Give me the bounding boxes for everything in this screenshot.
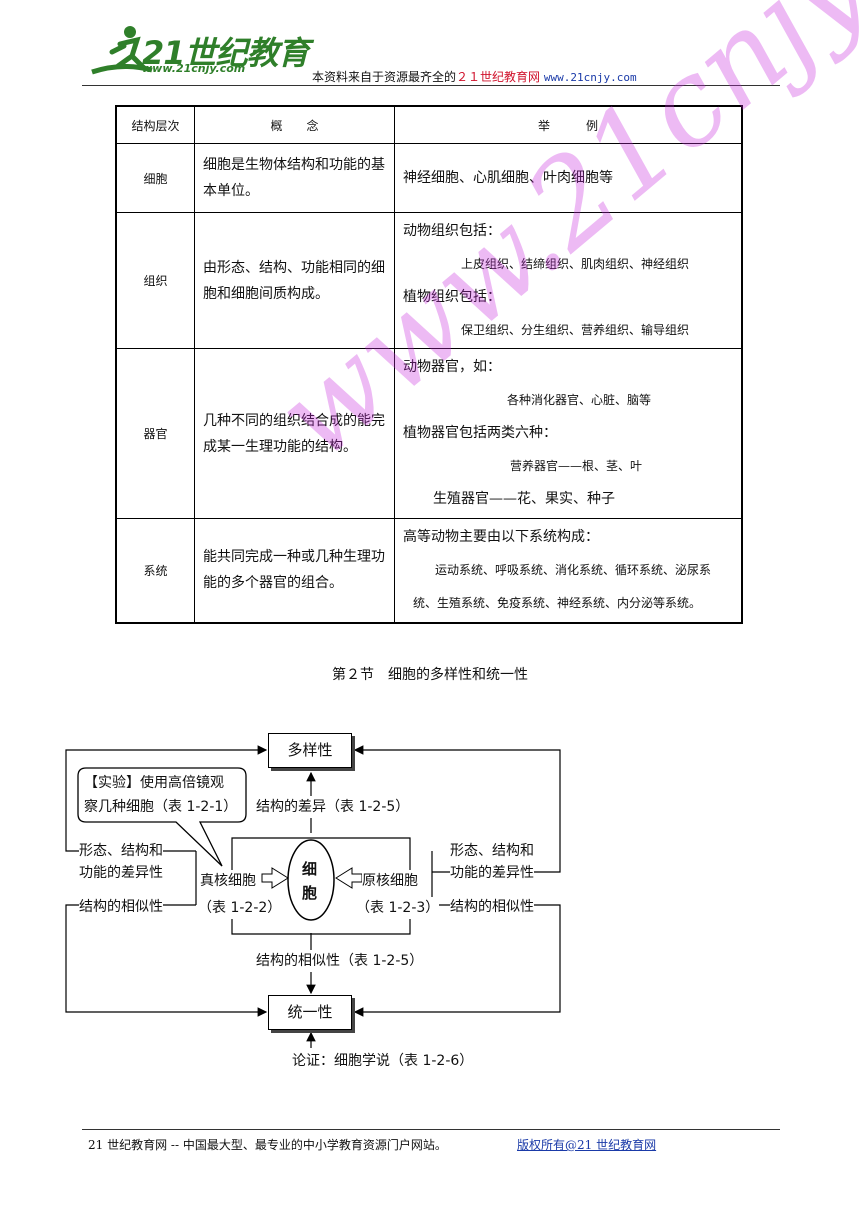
- row-examples: 动物器官，如： 各种消化器官、心脏、脑等 植物器官包括两类六种： 营养器官——根…: [394, 348, 743, 519]
- structure-levels-table: 结构层次 概 念 举 例 细胞 细胞是生物体结构和功能的基本单位。 神经细胞、心…: [115, 105, 743, 624]
- header-example: 举 例: [394, 105, 743, 144]
- right-similarity: 结构的相似性: [450, 896, 534, 918]
- unity-box: 统一性: [268, 995, 352, 1030]
- table-row: 系统 能共同完成一种或几种生理功能的多个器官的组合。 高等动物主要由以下系统构成…: [115, 518, 743, 623]
- section-title: 第２节 细胞的多样性和统一性: [332, 667, 528, 683]
- row-examples: 动物组织包括： 上皮组织、结缔组织、肌肉组织、神经组织 植物组织包括： 保卫组织…: [394, 212, 743, 349]
- header-divider: [82, 85, 780, 86]
- example-line: 神经细胞、心肌细胞、叶肉细胞等: [403, 169, 613, 186]
- eukaryote-ref: （表 1-2-2）: [198, 897, 282, 919]
- diversity-box: 多样性: [268, 733, 352, 768]
- example-line: 动物组织包括：: [403, 222, 501, 239]
- row-concept: 由形态、结构、功能相同的细胞和细胞间质构成。: [194, 212, 395, 349]
- proof-label: 论证：细胞学说（表 1-2-6）: [292, 1053, 474, 1069]
- footer-divider: [82, 1129, 780, 1130]
- example-line: 运动系统、呼吸系统、消化系统、循环系统、泌尿系: [435, 562, 712, 577]
- header-note-site: ２１世纪教育网: [456, 70, 541, 84]
- example-line: 高等动物主要由以下系统构成：: [403, 528, 599, 545]
- structure-similarity-label: 结构的相似性（表 1-2-5）: [256, 950, 424, 972]
- header-note-prefix: 本资料来自于资源最齐全的: [312, 70, 457, 84]
- right-difference-line-1: 形态、结构和: [450, 840, 534, 862]
- footer-text: 21 世纪教育网 -- 中国最大型、最专业的中小学教育资源门户网站。: [88, 1138, 447, 1152]
- table-header-row: 结构层次 概 念 举 例: [115, 105, 743, 144]
- header-concept: 概 念: [194, 105, 395, 144]
- callout-line-1: 【实验】使用高倍镜观: [84, 775, 224, 791]
- example-line: 植物器官包括两类六种：: [403, 425, 557, 441]
- center-cell-char-1: 细: [302, 860, 318, 878]
- prokaryote-ref: （表 1-2-3）: [356, 897, 440, 919]
- table-row: 器官 几种不同的组织结合成的能完成某一生理功能的结构。 动物器官，如： 各种消化…: [115, 348, 743, 519]
- header-note-url[interactable]: www.21cnjy.com: [543, 71, 637, 84]
- right-difference-line-2: 功能的差异性: [450, 862, 534, 884]
- row-concept: 能共同完成一种或几种生理功能的多个器官的组合。: [194, 518, 395, 623]
- example-line: 各种消化器官、心脏、脑等: [507, 393, 652, 407]
- table-row: 组织 由形态、结构、功能相同的细胞和细胞间质构成。 动物组织包括： 上皮组织、结…: [115, 212, 743, 349]
- callout-line-2: 察几种细胞（表 1-2-1）: [84, 799, 238, 815]
- center-cell-char-2: 胞: [302, 884, 318, 902]
- header-note: 本资料来自于资源最齐全的２１世纪教育网 www.21cnjy.com: [312, 68, 637, 85]
- structure-difference-label: 结构的差异（表 1-2-5）: [256, 796, 410, 818]
- logo-url: www.21cnjy.com: [142, 62, 246, 75]
- footer-copyright-link[interactable]: 版权所有@21 世纪教育网: [517, 1138, 657, 1152]
- eukaryote-label: 真核细胞: [200, 870, 256, 892]
- logo-figure-icon: [91, 26, 153, 75]
- row-concept: 几种不同的组织结合成的能完成某一生理功能的结构。: [194, 348, 395, 519]
- example-line: 生殖器官——花、果实、种子: [433, 491, 615, 507]
- example-line: 上皮组织、结缔组织、肌肉组织、神经组织: [461, 256, 690, 271]
- table-row: 细胞 细胞是生物体结构和功能的基本单位。 神经细胞、心肌细胞、叶肉细胞等: [115, 143, 743, 213]
- left-difference-line-1: 形态、结构和: [79, 840, 163, 862]
- row-level: 组织: [115, 212, 195, 349]
- left-similarity: 结构的相似性: [79, 896, 163, 918]
- example-line: 保卫组织、分生组织、营养组织、输导组织: [461, 322, 690, 337]
- example-line: 动物器官，如：: [403, 359, 501, 375]
- row-level: 细胞: [115, 143, 195, 213]
- example-line: 植物组织包括：: [403, 288, 501, 305]
- example-line: 营养器官——根、茎、叶: [510, 459, 643, 473]
- row-level: 器官: [115, 348, 195, 519]
- row-level: 系统: [115, 518, 195, 623]
- row-examples: 高等动物主要由以下系统构成： 运动系统、呼吸系统、消化系统、循环系统、泌尿系 统…: [394, 518, 743, 623]
- row-concept: 细胞是生物体结构和功能的基本单位。: [194, 143, 395, 213]
- prokaryote-label: 原核细胞: [362, 870, 418, 892]
- example-line: 统、生殖系统、免疫系统、神经系统、内分泌等系统。: [413, 595, 702, 610]
- left-difference-line-2: 功能的差异性: [79, 862, 163, 884]
- logo-text: 21世纪教育: [142, 34, 310, 72]
